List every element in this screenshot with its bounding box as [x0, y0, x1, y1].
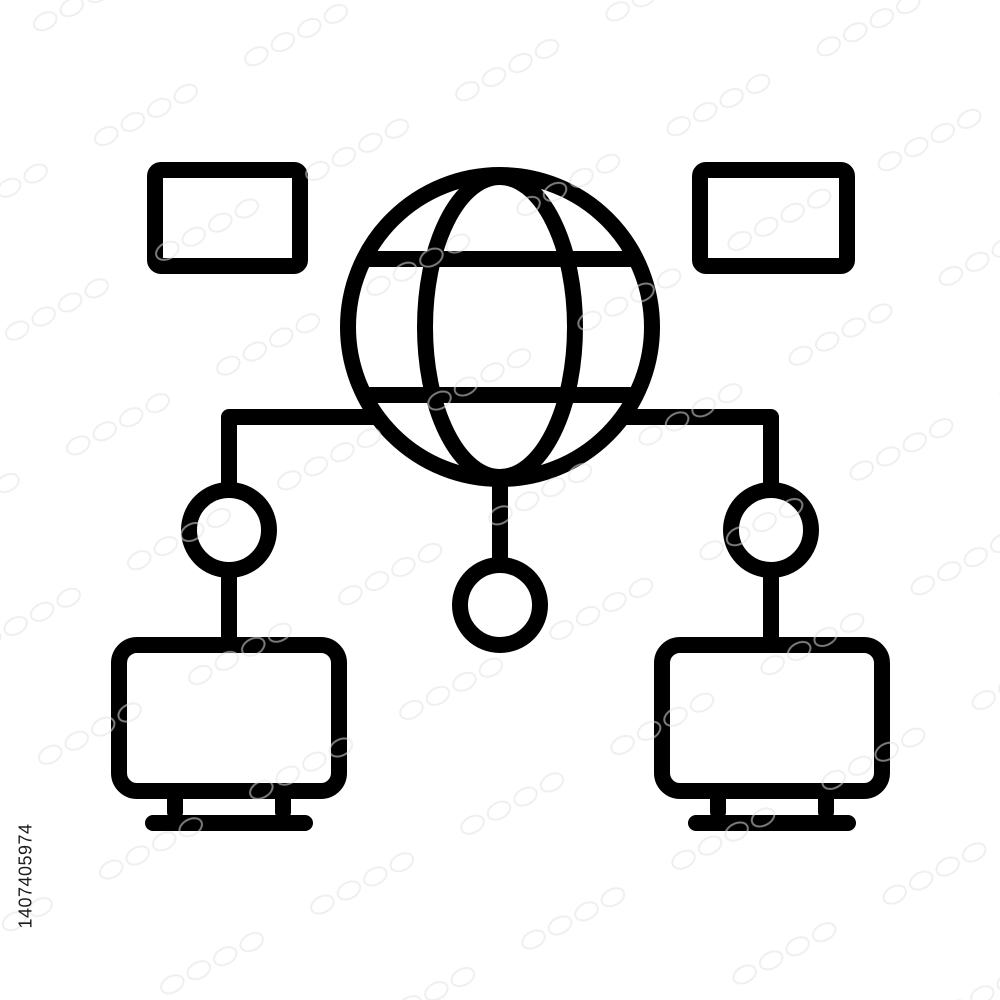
right-node-icon [723, 482, 819, 578]
center-node-icon [452, 557, 548, 653]
right-monitor-icon [654, 637, 890, 831]
left-node-icon [181, 482, 277, 578]
globe-icon [340, 167, 660, 487]
stock-id-label: 1407405974 [15, 823, 36, 929]
left-monitor-icon [111, 637, 347, 831]
connector-lines [221, 409, 779, 646]
top-left-panel-icon [147, 162, 308, 274]
top-right-panel-icon [692, 162, 855, 274]
